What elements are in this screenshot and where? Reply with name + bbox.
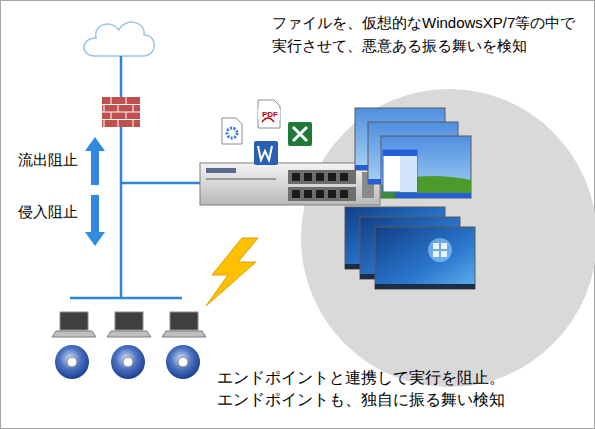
disc-hole xyxy=(123,357,133,367)
direction-label: 流出阻止 xyxy=(18,150,88,170)
laptop-base xyxy=(107,331,151,337)
xp-menu-pane xyxy=(400,156,417,192)
xp-taskbar xyxy=(381,193,471,198)
internet-cloud xyxy=(84,22,155,56)
pdf-band xyxy=(258,109,280,120)
laptops xyxy=(52,312,206,337)
excel-icon xyxy=(288,122,312,146)
direction-label: 侵入阻止 xyxy=(18,202,88,222)
lightning-bolt xyxy=(206,238,258,306)
endpoint-note: エンドポイントと連携して実行を阻止。 エンドポイントも、独自に振る舞い検知 xyxy=(217,367,517,411)
gear-symbol xyxy=(227,128,237,138)
disc-hole xyxy=(178,357,188,367)
agent-disc xyxy=(111,345,145,379)
win7-screen xyxy=(375,227,475,289)
laptop-base xyxy=(52,331,96,337)
outbound-arrow xyxy=(85,137,105,185)
laptop-screen xyxy=(170,312,198,330)
win7-glow xyxy=(428,238,452,262)
appliance-badge xyxy=(206,168,236,173)
network-line xyxy=(120,56,123,298)
description-note: ファイルを、仮想的なWindowsXP/7等の中で 実行させて、悪意ある振る舞い… xyxy=(272,11,595,57)
xp-screen xyxy=(381,136,471,198)
endpoint-agents xyxy=(55,345,200,379)
sandbox-circle xyxy=(301,89,595,387)
appliance-link xyxy=(121,182,200,185)
firewall-bricks xyxy=(102,97,140,127)
icon-label: PDF xyxy=(260,110,280,120)
appliance xyxy=(200,163,380,205)
port-sockets xyxy=(292,173,348,198)
laptop-base xyxy=(162,331,206,337)
win7-logo xyxy=(433,243,447,257)
agent-disc xyxy=(166,345,200,379)
xp-screens xyxy=(355,108,471,198)
word-icon xyxy=(254,141,278,165)
win7-screens xyxy=(345,207,475,289)
laptop-screen xyxy=(115,312,143,330)
disc-hole xyxy=(67,357,77,367)
xp-start xyxy=(381,193,395,198)
excel-mark xyxy=(293,127,307,141)
lan-line xyxy=(70,297,182,300)
appliance-trim xyxy=(206,178,276,180)
laptop-screen xyxy=(60,312,88,330)
firewall xyxy=(102,97,140,127)
pdf-icon xyxy=(258,100,280,128)
xp-start-menu xyxy=(383,150,417,192)
word-mark xyxy=(258,146,272,160)
xp-menu-header xyxy=(383,150,417,156)
agent-disc xyxy=(55,345,89,379)
win7-taskbar xyxy=(375,284,475,289)
inbound-arrow xyxy=(85,195,105,246)
file-icon xyxy=(222,118,242,144)
